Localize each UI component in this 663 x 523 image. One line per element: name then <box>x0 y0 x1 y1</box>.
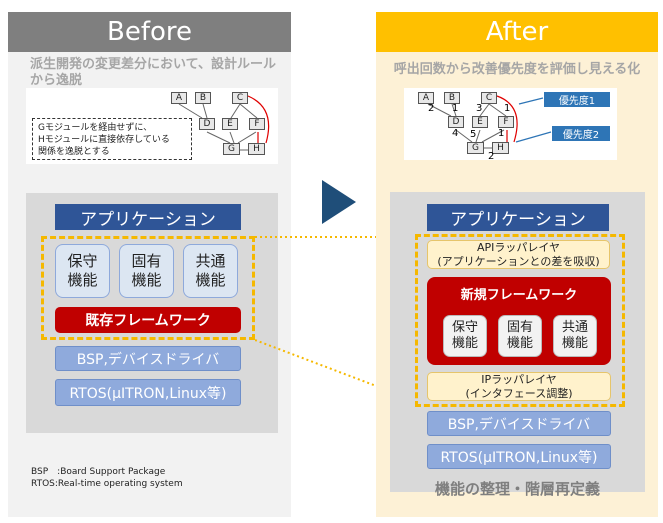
footnote-bsp: BSP :Board Support Package <box>31 467 166 477</box>
before-subtitle: 派生開発の変更差分において、設計ルール から逸脱 <box>30 57 280 89</box>
fn-line2: 機能 <box>131 271 162 289</box>
footnote-rtos: RTOS:Real-time operating system <box>31 479 183 489</box>
after-footer-caption: 機能の整理・階層再定義 <box>434 480 600 498</box>
node-d: D <box>199 118 215 130</box>
note-line3: 関係を逸脱とする <box>38 147 110 157</box>
fn-line1: 保守 <box>67 252 98 270</box>
fn-line2: 機能 <box>451 336 478 351</box>
after-function-maintenance: 保守機能 <box>443 315 487 357</box>
node-g: G <box>467 142 484 154</box>
before-bsp-layer: BSP,デバイスドライバ <box>55 346 241 371</box>
after-bsp-layer: BSP,デバイスドライバ <box>427 411 611 436</box>
api-wrapper-title: APIラッパレイヤ <box>476 240 561 254</box>
node-e: E <box>472 116 488 128</box>
edge-count-label: 4 <box>452 128 459 139</box>
node-e: E <box>222 118 238 130</box>
fn-line1: 共通 <box>561 320 588 335</box>
after-app-layer: アプリケーション <box>427 204 609 231</box>
before-function-common: 共通機能 <box>183 244 238 298</box>
node-a: A <box>171 92 187 104</box>
api-wrapper-layer: APIラッパレイヤ(アプリケーションとの差を吸収) <box>427 240 610 269</box>
new-framework-label: 新規フレームワーク <box>460 288 578 303</box>
api-wrapper-desc: (アプリケーションとの差を吸収) <box>437 254 600 268</box>
transition-arrow-icon <box>322 180 356 224</box>
node-h: H <box>492 142 509 154</box>
fn-line1: 保守 <box>451 320 478 335</box>
before-function-specific: 固有機能 <box>119 244 174 298</box>
node-h: H <box>248 143 265 155</box>
edge-count-label: 2 <box>488 151 495 162</box>
node-c: C <box>481 92 497 104</box>
fn-line1: 固有 <box>131 252 162 270</box>
before-subtitle-line2: から逸脱 <box>30 73 83 88</box>
ip-wrapper-title: IPラッパレイヤ <box>481 372 557 386</box>
after-highlight-box <box>415 234 625 407</box>
fn-line1: 固有 <box>506 320 533 335</box>
node-f: F <box>498 116 514 128</box>
before-dependency-arrows <box>178 95 270 151</box>
note-line1: Gモジュールを経由せずに、 <box>38 123 153 133</box>
before-framework: 既存フレームワーク <box>55 307 241 333</box>
node-b: B <box>444 92 460 104</box>
edge-count-label: 1 <box>452 103 459 114</box>
note-line2: Hモジュールに直接依存している <box>38 135 170 145</box>
fn-line2: 機能 <box>561 336 588 351</box>
edge-count-label: 2 <box>428 103 435 114</box>
priority-2-badge: 優先度2 <box>552 126 610 141</box>
after-module-diagram: A B C D E F G H 2 1 3 1 4 5 1 2 優先度1 優先度… <box>404 88 617 162</box>
node-c: C <box>232 92 248 104</box>
edge-count-label: 1 <box>504 103 511 114</box>
priority-1-badge: 優先度1 <box>544 92 610 107</box>
ip-wrapper-layer: IPラッパレイヤ(インタフェース調整) <box>427 372 611 401</box>
before-rtos-layer: RTOS(μITRON,Linux等) <box>55 379 241 406</box>
node-g: G <box>223 143 240 155</box>
deviation-note: Gモジュールを経由せずに、 Hモジュールに直接依存している 関係を逸脱とする <box>32 118 192 160</box>
ip-wrapper-desc: (インタフェース調整) <box>465 386 573 400</box>
before-highlight-box <box>41 236 255 340</box>
node-f: F <box>249 118 265 130</box>
after-function-specific: 固有機能 <box>498 315 542 357</box>
after-dependency-arrows <box>427 95 552 149</box>
fn-line2: 機能 <box>195 271 226 289</box>
before-app-layer: アプリケーション <box>55 204 241 230</box>
edge-count-label: 3 <box>476 103 483 114</box>
fn-line2: 機能 <box>67 271 98 289</box>
after-subtitle: 呼出回数から改善優先度を評価し見える化 <box>393 62 641 77</box>
before-module-diagram: A B C D E F G H Gモジュールを経由せずに、 Hモジュールに直接依… <box>26 88 278 164</box>
before-subtitle-line1: 派生開発の変更差分において、設計ルール <box>30 57 276 72</box>
edge-count-label: 5 <box>470 129 477 140</box>
after-function-common: 共通機能 <box>553 315 597 357</box>
before-function-maintenance: 保守機能 <box>55 244 110 298</box>
fn-line2: 機能 <box>506 336 533 351</box>
fn-line1: 共通 <box>195 252 226 270</box>
before-header: Before <box>8 12 291 52</box>
node-a: A <box>418 92 434 104</box>
after-rtos-layer: RTOS(μITRON,Linux等) <box>427 444 611 469</box>
node-d: D <box>448 116 464 128</box>
node-b: B <box>195 92 211 104</box>
edge-count-label: 1 <box>498 128 505 139</box>
after-header: After <box>376 12 658 52</box>
before-footnotes: BSP :Board Support Package RTOS:Real-tim… <box>31 466 251 490</box>
